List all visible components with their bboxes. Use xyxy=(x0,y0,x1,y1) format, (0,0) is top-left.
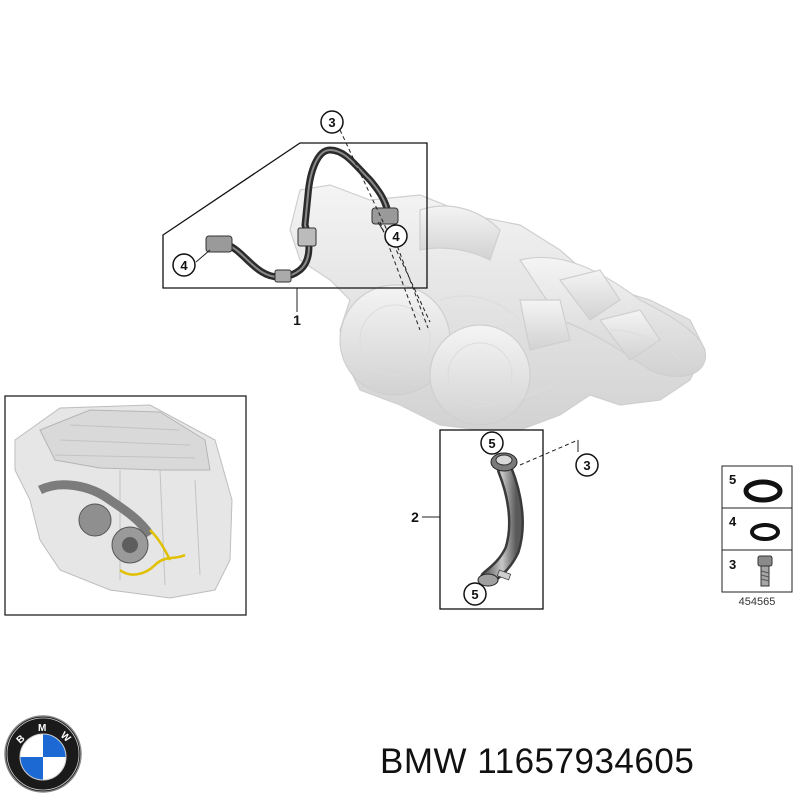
diagram-reference-number: 454565 xyxy=(738,596,776,608)
part-label-1: 1 xyxy=(293,312,301,328)
bmw-logo: B M W xyxy=(4,715,82,793)
legend-num-5: 5 xyxy=(729,472,736,487)
turbocharger-ghost-detail xyxy=(359,295,681,408)
legend-num-4: 4 xyxy=(729,514,737,529)
svg-text:4: 4 xyxy=(180,258,188,273)
leader-lines xyxy=(339,129,579,466)
solid-leaders xyxy=(195,221,579,518)
o-ring-large-icon xyxy=(743,479,783,503)
callout-3-lower: 3 xyxy=(575,453,599,477)
parts-legend: 5 4 3 xyxy=(721,465,793,593)
svg-text:5: 5 xyxy=(488,436,495,451)
part2-frame xyxy=(439,429,544,610)
callout-4-left: 4 xyxy=(172,253,196,277)
engine-inset-illustration xyxy=(14,404,233,599)
svg-text:M: M xyxy=(38,723,46,734)
callout-5-bottom: 5 xyxy=(463,582,487,606)
legend-num-3: 3 xyxy=(729,557,736,572)
callout-3-top: 3 xyxy=(320,110,344,134)
o-ring-small-icon xyxy=(750,523,780,541)
callout-4-right: 4 xyxy=(384,224,408,248)
callout-5-top: 5 xyxy=(480,431,504,455)
part1-frame xyxy=(162,142,428,289)
svg-text:4: 4 xyxy=(392,229,400,244)
part-label-2: 2 xyxy=(411,509,419,525)
svg-text:5: 5 xyxy=(471,587,478,602)
turbocharger-ghost xyxy=(289,184,707,431)
oil-feed-pipe xyxy=(205,146,399,283)
svg-text:3: 3 xyxy=(583,458,590,473)
footer-part-number: BMW 11657934605 xyxy=(380,742,695,781)
svg-text:3: 3 xyxy=(328,115,335,130)
oil-return-pipe xyxy=(477,452,524,587)
bolt-icon xyxy=(757,555,773,587)
